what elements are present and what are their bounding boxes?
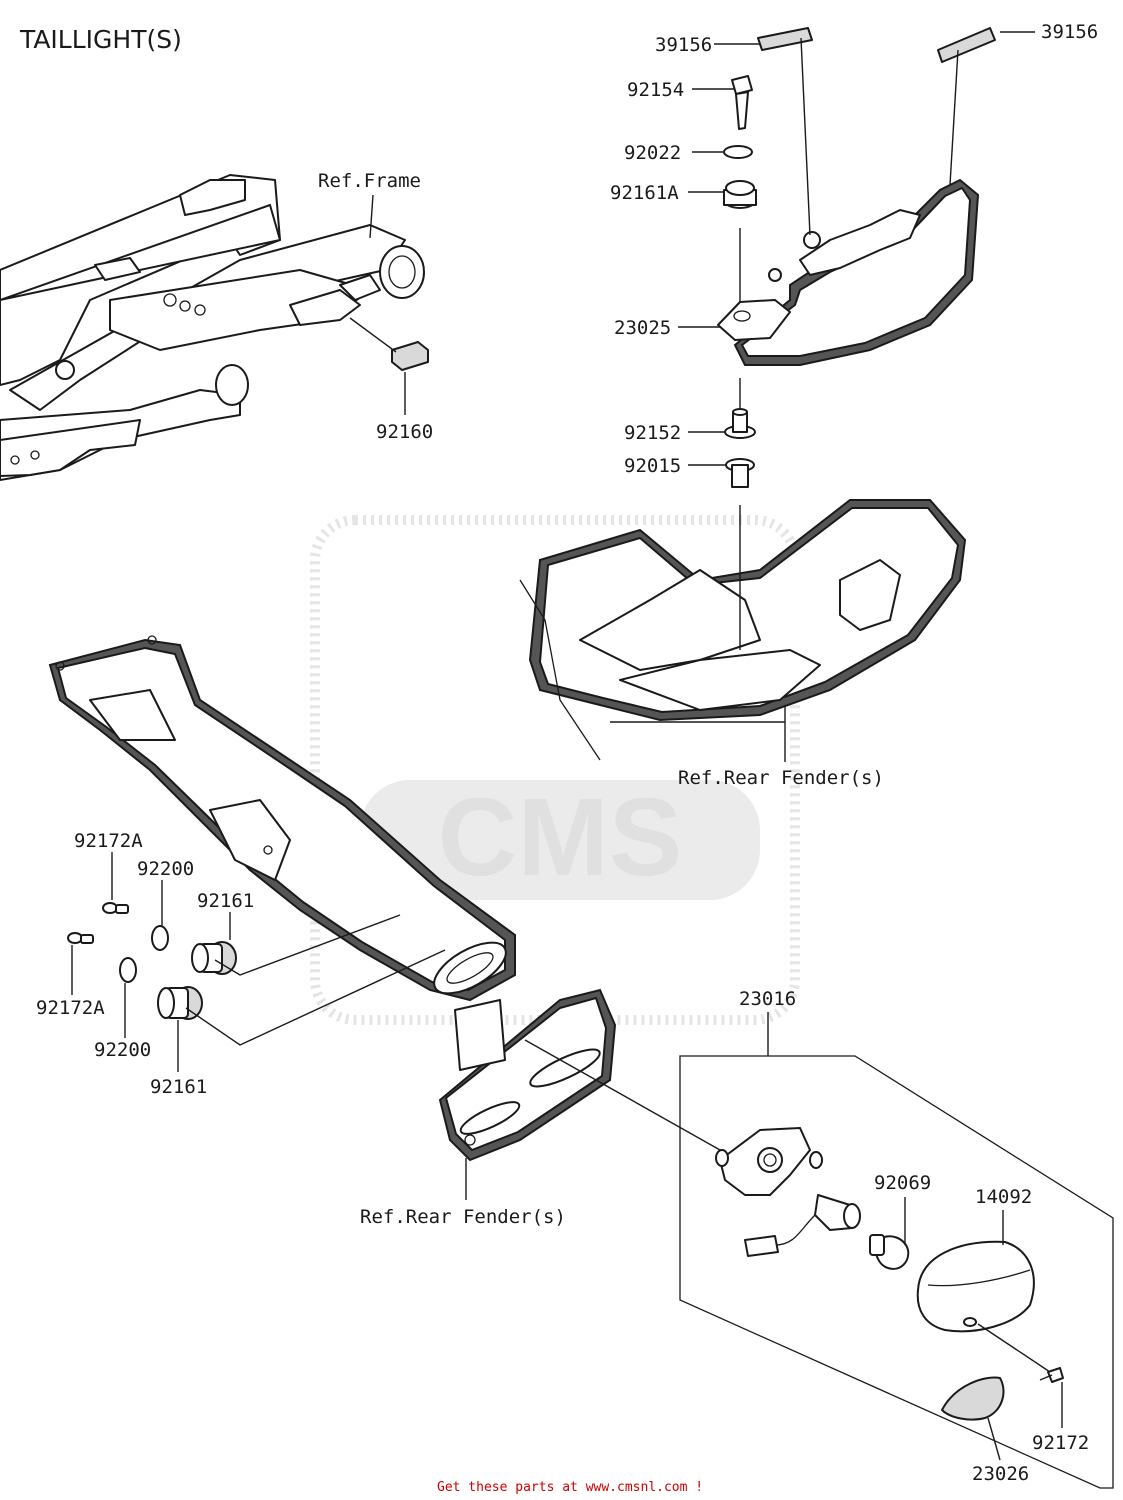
part-23026-reflector <box>941 1376 1005 1421</box>
part-23016-socket-plate <box>715 1127 823 1196</box>
label-ref-rear-fender-upper: Ref.Rear Fender(s) <box>678 767 884 789</box>
label-14092: 14092 <box>975 1186 1032 1208</box>
part-92200-washer-a <box>151 925 169 951</box>
part-92015-nut <box>725 458 755 488</box>
part-labels: 39156 39156 92154 92022 92161A 23025 921… <box>36 21 1098 1485</box>
part-39156-strip-right <box>937 27 996 63</box>
diagram-title: TAILLIGHT(S) <box>19 25 182 54</box>
footer-link[interactable]: Get these parts at www.cmsnl.com ! <box>437 1480 703 1495</box>
label-92172A-lower: 92172A <box>36 997 105 1019</box>
license-holder-housing <box>48 635 516 1002</box>
label-92161A: 92161A <box>610 182 679 204</box>
label-92015: 92015 <box>624 455 681 477</box>
label-92200-lower: 92200 <box>94 1039 151 1061</box>
label-ref-rear-fender-lower: Ref.Rear Fender(s) <box>360 1206 566 1228</box>
watermark-text: CMS <box>438 776 682 899</box>
part-92172A-screw-a <box>102 902 129 914</box>
label-92160: 92160 <box>376 421 433 443</box>
part-92152-collar <box>724 408 756 439</box>
frame-assembly <box>0 174 425 481</box>
label-92152: 92152 <box>624 422 681 444</box>
taillight-assembly <box>717 178 980 366</box>
label-23016: 23016 <box>739 988 796 1010</box>
label-92154: 92154 <box>627 79 684 101</box>
label-92022: 92022 <box>624 142 681 164</box>
label-ref-frame: Ref.Frame <box>318 170 421 192</box>
label-92161-upper: 92161 <box>197 890 254 912</box>
part-92161A-grommet <box>723 180 757 209</box>
label-92069: 92069 <box>874 1172 931 1194</box>
part-92200-washer-b <box>119 957 137 983</box>
part-39156-strip-left <box>757 27 813 51</box>
part-92161-grommet-b <box>157 986 203 1020</box>
label-39156-right: 39156 <box>1041 21 1098 43</box>
part-92172-screw <box>1039 1367 1064 1383</box>
label-39156-left: 39156 <box>655 34 712 56</box>
part-92161-grommet-a <box>191 941 237 975</box>
leader-lines <box>71 31 1063 1461</box>
part-92172A-screw-b <box>67 932 94 944</box>
assembly-23016-frame <box>679 1055 1114 1489</box>
part-14092-lens <box>916 1240 1035 1333</box>
label-92172A-upper: 92172A <box>74 830 143 852</box>
label-92200-upper: 92200 <box>137 858 194 880</box>
label-23025: 23025 <box>614 317 671 339</box>
part-92160-block <box>391 341 429 371</box>
label-92172: 92172 <box>1032 1432 1089 1454</box>
label-23026: 23026 <box>972 1463 1029 1485</box>
part-92069-bulb <box>869 1234 910 1270</box>
label-92161-lower: 92161 <box>150 1076 207 1098</box>
rear-fender-assembly <box>519 499 967 761</box>
part-92022-washer <box>723 145 753 159</box>
license-bracket <box>438 988 617 1162</box>
part-socket-harness <box>744 1194 861 1257</box>
part-92154-bolt <box>731 75 753 130</box>
